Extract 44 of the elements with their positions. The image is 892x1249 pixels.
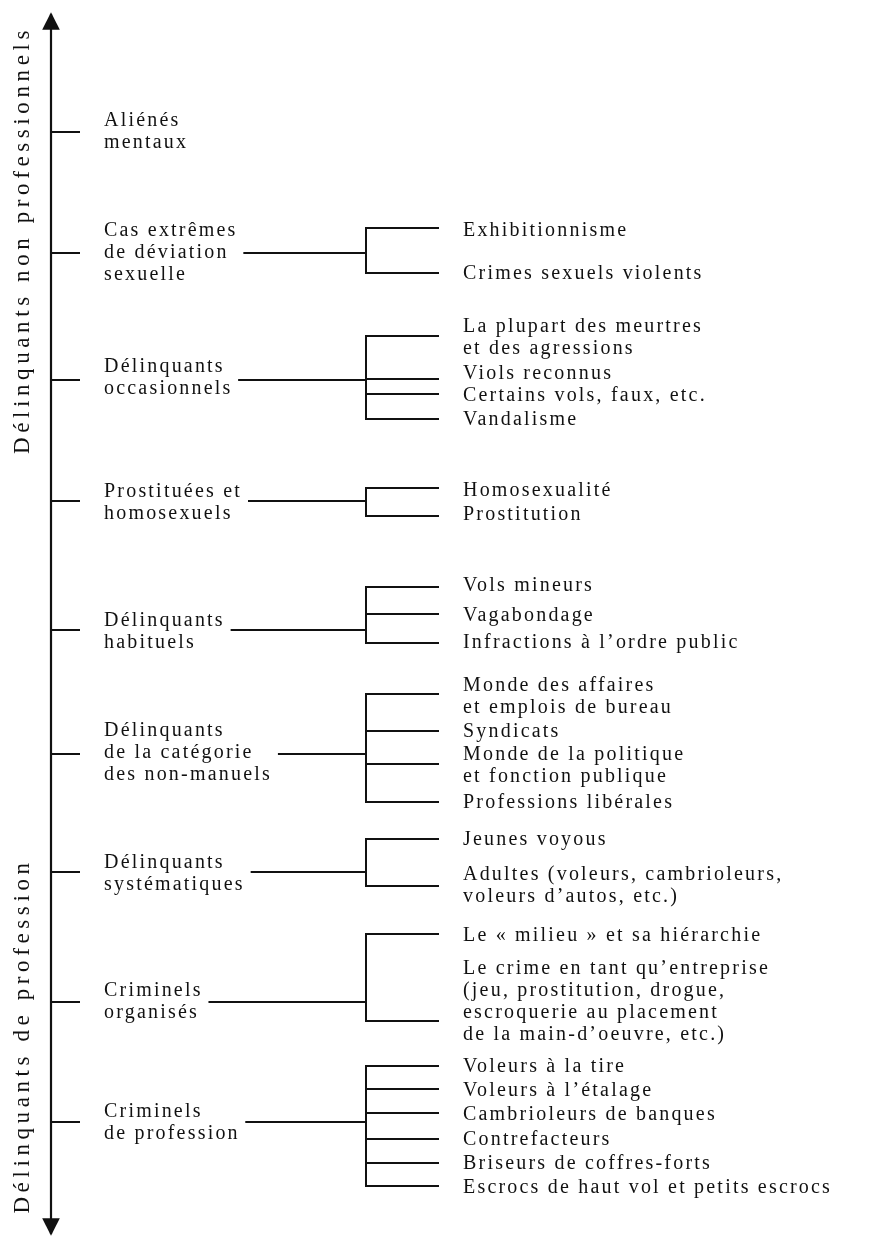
category-label: Aliénés mentaux [104,108,189,152]
subcategory-label: Vandalisme [439,407,579,429]
subcategory-label: Monde des affaires et emplois de bureau [439,673,674,717]
subcategory-label: Escrocs de haut vol et petits escrocs [439,1175,833,1197]
bracket-connector [247,500,440,517]
bracket-connector [244,1121,440,1187]
subcategory-label: Vols mineurs [439,573,595,595]
bracket-connector [229,629,440,644]
subcategory-label: Vagabondage [439,603,595,625]
category-label: Délinquants occasionnels [104,354,233,398]
bracket-connector [242,252,440,274]
bracket-connector [207,1001,440,1022]
subcategory-label: Professions libérales [439,790,675,812]
subcategory-label: Adultes (voleurs, cambrioleurs, voleurs d’autos, etc.) [439,862,784,906]
category-label: Cas extrêmes de déviation sexuelle [104,218,238,284]
subcategory-label: Infractions à l’ordre public [439,630,740,652]
category-label: Délinquants de la catégorie des non-manuels [104,718,272,784]
axis-label: Délinquants non professionnels [9,26,35,454]
axis-label: Délinquants de profession [9,858,35,1214]
subcategory-label: Crimes sexuels violents [439,261,704,283]
category-label: Délinquants systématiques [104,850,245,894]
subcategory-label: Viols reconnus [439,361,614,383]
subcategory-label: Voleurs à la tire [439,1054,627,1076]
subcategory-label: Voleurs à l’étalage [439,1078,654,1100]
subcategory-label: Syndicats [439,719,561,741]
subcategory-label: Le « milieu » et sa hiérarchie [439,923,763,945]
subcategory-label: Briseurs de coffres-forts [439,1151,712,1173]
subcategory-label: Exhibitionnisme [439,218,629,240]
subcategory-label: Prostitution [439,502,583,524]
subcategory-label: Monde de la politique et fonction publique [439,742,686,786]
bracket-connector [249,871,440,887]
subcategory-label: Jeunes voyous [439,827,608,849]
subcategory-label: Certains vols, faux, etc. [439,383,707,405]
bracket-connector [277,753,440,803]
subcategory-label: Contrefacteurs [439,1127,612,1149]
category-label: Prostituées et homosexuels [104,479,242,523]
bracket-connector [237,379,440,420]
subcategory-label: Cambrioleurs de banques [439,1102,717,1124]
subcategory-label: La plupart des meurtres et des agressions [439,314,703,358]
category-label: Criminels organisés [104,978,203,1022]
subcategory-label: Le crime en tant qu’entreprise (jeu, prostitution, drogue, escroquerie au placement de la main-d’oeuvre, etc.) [439,956,770,1044]
category-label: Délinquants habituels [104,608,225,652]
category-label: Criminels de profession [104,1099,240,1143]
subcategory-label: Homosexualité [439,478,613,500]
